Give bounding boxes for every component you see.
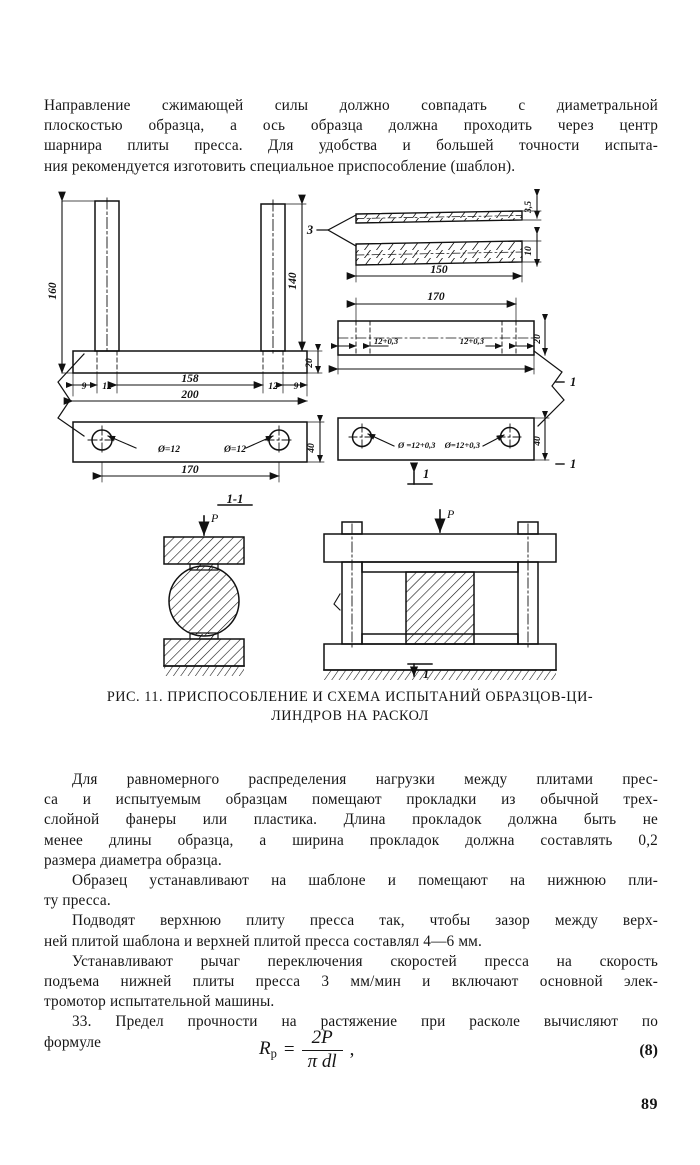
- dim-base-total-length: 200: [180, 389, 199, 401]
- dim-right-column-height: 140: [287, 272, 299, 290]
- body-p4-line-1: Устанавливают рычаг переключения скорост…: [72, 952, 658, 970]
- intro-paragraph: Направление сжимающей силы должно совпад…: [44, 96, 658, 177]
- section-mark-right-top: 1: [423, 467, 429, 481]
- dim-top-bar-length: 170: [427, 291, 445, 303]
- dim-top-bar-hole-left: 12+0,3: [374, 336, 399, 346]
- formula-lhs: Rр: [259, 1038, 277, 1061]
- section-mark-right-bottom: 1: [423, 667, 429, 681]
- section-mark-side-bottom: 1: [570, 457, 576, 471]
- formula-expression: Rр = 2P π dl ,: [259, 1027, 355, 1073]
- section-mark-side-top: 1: [570, 375, 576, 389]
- formula-lhs-subscript: р: [270, 1046, 277, 1061]
- body-p5-line-2: формуле: [44, 1033, 102, 1051]
- intro-line-3: шарнира плиты пресса. Для удобства и бол…: [44, 137, 658, 155]
- intro-line-4: ния рекомендуется изготовить специальное…: [44, 157, 516, 175]
- dim-edge-left-1: 9: [82, 381, 87, 392]
- figure-technical-drawing: 160 140 20 9 12 158 12 9 200 Ø=12 Ø=12 1…: [40, 186, 660, 684]
- body-p1-line-5: размера диаметра образца.: [44, 851, 222, 869]
- figure-caption-line-2: ЛИНДРОВ НА РАСКОЛ: [271, 708, 429, 724]
- equation-number: (8): [639, 1042, 658, 1059]
- intro-line-2: плоскостью образца, а ось образца должна…: [44, 117, 658, 135]
- dim-hole-diameter-left: Ø=12: [157, 444, 180, 455]
- body-p5-line-1: 33. Предел прочности на растяжение при р…: [72, 1013, 658, 1031]
- dim-bottom-bar-hole-right: Ø=12+0,3: [444, 440, 481, 450]
- formula-block: Rр = 2P π dl , (8): [44, 1027, 658, 1078]
- dim-edge-left-2: 12: [102, 381, 112, 392]
- dim-bottom-bar-height: 40: [532, 436, 543, 447]
- dim-top-bar-hole-right: 12+0,3: [460, 336, 485, 346]
- body-p2-line-2: ту пресса.: [44, 892, 111, 910]
- figure-caption-line-1: РИС. 11. ПРИСПОСОБЛЕНИЕ И СХЕМА ИСПЫТАНИ…: [106, 689, 594, 705]
- body-p1-line-4: менее длины образца, а ширина прокладок …: [44, 831, 658, 849]
- formula-numerator: 2P: [311, 1027, 333, 1048]
- dim-edge-right-2: 9: [294, 381, 299, 392]
- dim-lower-plate-hole-span: 170: [181, 464, 199, 476]
- dim-left-column-height: 160: [47, 282, 59, 300]
- dim-top-bar-thickness: 20: [532, 334, 543, 345]
- body-p4-line-3: тромотор испытательной машины.: [44, 993, 275, 1011]
- body-p1-line-1: Для равномерного распределения нагрузки …: [72, 771, 658, 788]
- dim-base-thickness: 20: [304, 358, 315, 369]
- body-p4-line-2: подъема нижней плиты пресса 3 мм/мин и в…: [44, 973, 658, 991]
- dim-pad-thick-thickness: 10: [523, 246, 534, 256]
- formula-trailing-comma: ,: [349, 1039, 355, 1061]
- page-number: 89: [641, 1096, 658, 1113]
- dim-bottom-bar-hole-left: Ø =12+0,3: [397, 440, 436, 450]
- figure-caption: РИС. 11. ПРИСПОСОБЛЕНИЕ И СХЕМА ИСПЫТАНИ…: [38, 688, 662, 726]
- body-text: Для равномерного распределения нагрузки …: [44, 770, 658, 1053]
- body-p3-line-1: Подводят верхнюю плиту пресса так, чтобы…: [72, 912, 658, 930]
- dim-base-inner-span: 158: [181, 373, 199, 385]
- intro-line-1: Направление сжимающей силы должно совпад…: [44, 97, 658, 114]
- formula-equals-sign: =: [283, 1039, 295, 1061]
- callout-pad-number: 3: [306, 223, 313, 237]
- dim-edge-right-1: 12: [268, 381, 278, 392]
- force-label-right: P: [446, 507, 455, 521]
- dim-hole-diameter-right: Ø=12: [223, 444, 246, 455]
- figure-svg: 160 140 20 9 12 158 12 9 200 Ø=12 Ø=12 1…: [47, 188, 576, 681]
- body-p1-line-3: слойной фанеры или пластика. Длина прокл…: [44, 811, 658, 829]
- body-p2-line-1: Образец устанавливают на шаблоне и помещ…: [72, 872, 658, 890]
- formula-denominator: π dl: [301, 1049, 343, 1073]
- force-label-left: P: [210, 511, 219, 525]
- body-p3-line-2: ней плитой шаблона и верхней плитой прес…: [44, 932, 482, 950]
- section-label-1-1: 1-1: [227, 492, 244, 506]
- dim-pad-length: 150: [430, 264, 448, 276]
- dim-pad-thin-thickness: 3,5: [523, 201, 534, 214]
- formula-fraction: 2P π dl: [301, 1027, 343, 1073]
- body-p1-line-2: са и испытуемым образцам помещают прокла…: [44, 791, 658, 809]
- dim-lower-plate-height: 40: [306, 443, 317, 454]
